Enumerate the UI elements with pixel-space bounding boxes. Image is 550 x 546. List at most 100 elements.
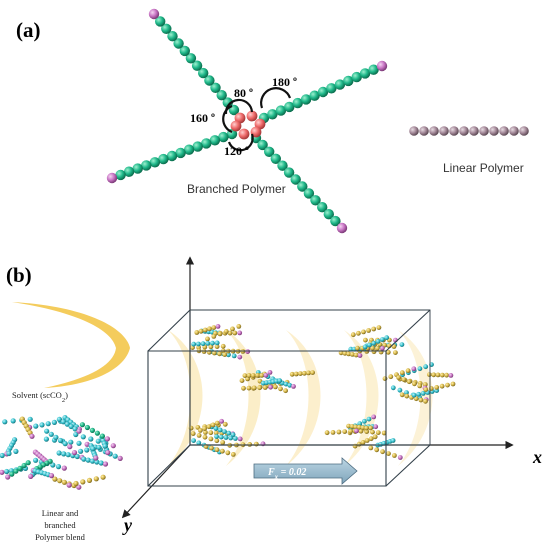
- core-bead: [230, 120, 242, 132]
- blend-bead: [55, 464, 62, 470]
- cluster-bead: [364, 429, 370, 434]
- cluster-bead: [411, 392, 417, 398]
- cluster-bead: [206, 424, 212, 430]
- polymer-blend-cluster: [0, 415, 123, 490]
- cluster-bead: [257, 385, 263, 391]
- linear-polymer: [409, 126, 529, 136]
- blend-bead: [79, 422, 85, 428]
- cluster-bead: [231, 353, 237, 359]
- cluster-bead: [253, 441, 259, 447]
- cluster-bead: [217, 331, 223, 337]
- linear-polymer-caption: Linear Polymer: [443, 161, 524, 175]
- polymer-bead: [155, 16, 166, 27]
- blend-bead: [62, 441, 68, 447]
- cluster-bead: [423, 364, 429, 370]
- blend-bead: [61, 451, 67, 457]
- blend-bead: [39, 422, 45, 428]
- cluster-bead: [450, 381, 456, 387]
- blend-bead: [64, 421, 70, 427]
- cluster-bead: [277, 378, 283, 384]
- polymer-bead: [343, 75, 354, 87]
- cluster-bead: [444, 372, 449, 378]
- cluster-bead: [382, 376, 388, 381]
- polymer-bead: [123, 166, 135, 177]
- cluster-bead: [368, 425, 373, 431]
- cluster-bead: [202, 434, 208, 440]
- cluster-bead: [354, 428, 359, 434]
- cluster-bead: [375, 430, 381, 435]
- polymer-bead: [303, 188, 315, 199]
- cluster-bead: [376, 325, 382, 330]
- cluster-bead: [220, 440, 226, 445]
- panel-b: (b) Solvent (scCO2) Linear and branched …: [0, 256, 542, 542]
- cluster-bead: [230, 452, 236, 457]
- cluster-bead: [342, 350, 348, 356]
- flow-arc: [398, 330, 433, 466]
- cluster-bead: [250, 373, 256, 378]
- cluster-bead: [196, 341, 201, 347]
- cluster-bead: [380, 449, 385, 455]
- blend-bead: [85, 457, 91, 463]
- polymer-bead: [275, 105, 287, 116]
- branched-polymer: [106, 8, 388, 234]
- cluster-bead: [237, 330, 243, 336]
- core-bead: [238, 128, 250, 140]
- blend-bead: [86, 477, 93, 483]
- polymer-bead: [179, 45, 190, 57]
- cluster-bead: [418, 397, 424, 403]
- cluster-bead: [367, 342, 372, 348]
- cluster-bead: [357, 421, 363, 426]
- cluster-bead: [188, 425, 194, 431]
- cluster-bead: [208, 430, 214, 436]
- cluster-bead: [289, 371, 295, 377]
- cluster-bead: [220, 448, 225, 454]
- cluster-bead: [273, 384, 278, 390]
- polymer-bead: [359, 68, 371, 79]
- polymer-bead: [158, 153, 169, 165]
- cluster-bead: [251, 385, 257, 391]
- y-axis-label: y: [122, 515, 133, 535]
- cluster-bead: [246, 373, 252, 378]
- cluster-bead: [227, 330, 233, 336]
- panel-a: (a) 80 º 180 º 160 º 120 º Branched Poly…: [16, 8, 529, 234]
- cluster-bead: [210, 340, 215, 346]
- blend-bead: [17, 465, 23, 471]
- polymer-bead: [292, 97, 303, 109]
- polymer-bead: [222, 97, 233, 108]
- cluster-bead: [371, 414, 377, 420]
- polymer-bead: [270, 153, 281, 164]
- cluster-bead: [392, 453, 397, 458]
- blend-bead: [102, 443, 108, 449]
- blend-bead: [28, 473, 34, 479]
- cluster-bead: [366, 416, 372, 422]
- blend-bead: [94, 430, 100, 436]
- cluster-bead: [381, 430, 387, 436]
- flow-arc: [286, 330, 321, 466]
- cluster-bead: [196, 433, 202, 438]
- blend-bead: [66, 482, 72, 488]
- cluster-bead: [371, 340, 377, 346]
- cluster-bead: [384, 335, 390, 341]
- blend-bead: [68, 439, 74, 445]
- linear-bead: [449, 126, 459, 136]
- cluster-bead: [411, 366, 417, 372]
- cluster-bead: [222, 429, 227, 434]
- polymer-bead: [161, 23, 172, 34]
- branched-polymer-caption: Branched Polymer: [187, 182, 286, 196]
- blend-bead: [89, 458, 96, 464]
- cluster-bead: [358, 428, 364, 434]
- blend-bead: [112, 453, 118, 459]
- cluster-bead: [205, 341, 211, 346]
- cluster-bead: [214, 438, 220, 444]
- cluster-bead: [215, 324, 221, 329]
- blend-bead: [100, 474, 106, 480]
- blend-bead: [81, 456, 87, 462]
- cluster-bead: [353, 424, 359, 430]
- angle-arc-180: [260, 87, 292, 109]
- cluster-bead: [223, 435, 229, 440]
- blend-bead: [44, 428, 50, 434]
- cluster-bead: [246, 385, 252, 391]
- cluster-bead: [413, 396, 419, 402]
- blend-bead: [48, 431, 54, 437]
- blend-bead: [27, 416, 33, 422]
